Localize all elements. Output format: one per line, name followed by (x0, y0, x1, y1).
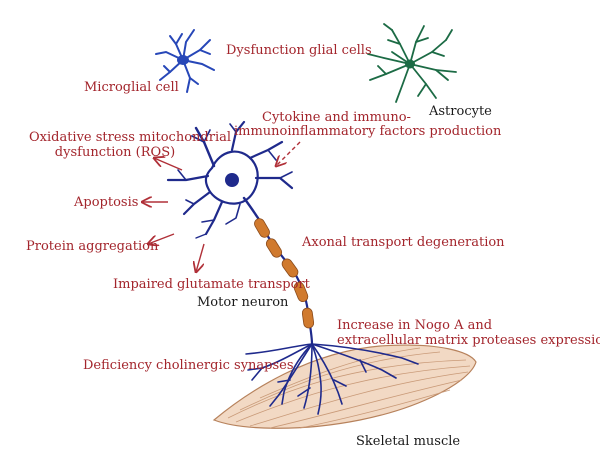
pathology-arrows (142, 141, 301, 272)
arrow-from-cytokine (276, 141, 301, 166)
motor-neuron-drawing (166, 120, 314, 346)
label-motor-neuron: Motor neuron (197, 295, 289, 310)
microglial-cell-drawing (155, 29, 215, 93)
arrow-to-impaired-glutamate (196, 243, 205, 272)
label-dysfunction-glial-cells: Dysfunction glial cells (226, 43, 372, 58)
nerve-terminals (245, 343, 419, 415)
astrocyte-drawing (367, 23, 457, 103)
label-nogo-line1: Increase in Nogo A and (337, 318, 493, 333)
label-microglial-cell: Microglial cell (84, 80, 179, 95)
label-deficiency-cholinergic-synapses: Deficiency cholinergic synapses (83, 358, 294, 373)
skeletal-muscle-drawing (212, 344, 477, 429)
arrow-to-protein-aggregation (148, 233, 175, 244)
label-axonal-transport-degeneration: Axonal transport degeneration (302, 235, 505, 250)
label-cytokine-line2: immunoinflammatory factors production (234, 124, 502, 139)
label-apoptosis: Apoptosis (74, 195, 139, 210)
label-nogo-line2: extracellular matrix proteases expressio… (337, 333, 600, 348)
arrow-to-oxidative-stress (154, 158, 183, 171)
label-astrocyte: Astrocyte (429, 104, 492, 119)
label-cytokine-line1: Cytokine and immuno- (262, 110, 411, 125)
label-oxidative-line1: Oxidative stress mitochondrial (28, 130, 232, 145)
label-impaired-glutamate-transport: Impaired glutamate transport (113, 277, 310, 292)
myelin-sheath-segments (254, 218, 315, 329)
label-skeletal-muscle: Skeletal muscle (356, 434, 461, 449)
label-protein-aggregation: Protein aggregation (26, 239, 159, 254)
label-oxidative-line2: dysfunction (ROS) (54, 145, 176, 160)
